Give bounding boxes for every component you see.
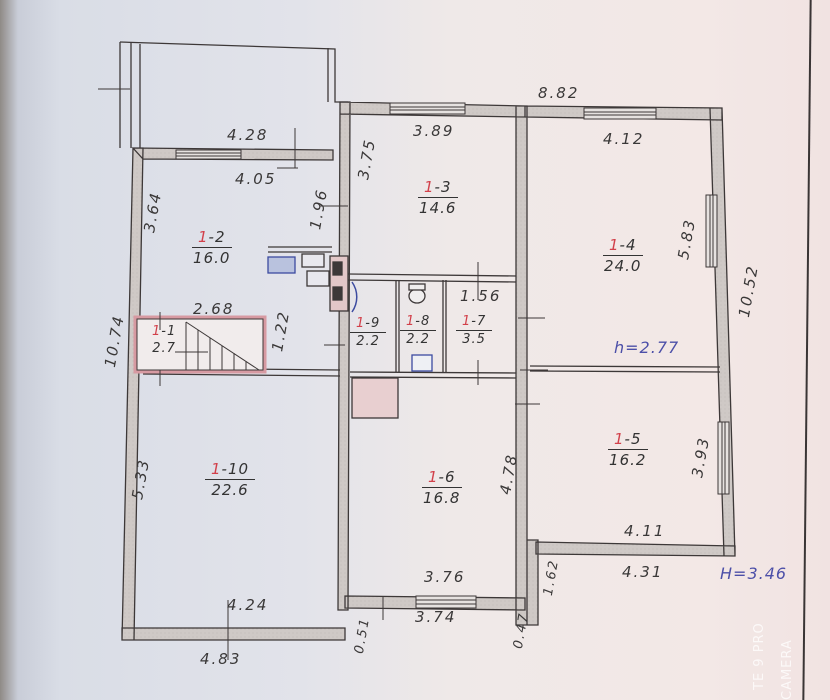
dim-room4-width: 4.12 (603, 130, 645, 148)
room-1-4: 1-4 24.0 (603, 236, 643, 275)
dim-stair-width: 2.68 (193, 300, 235, 318)
porch-outline (119, 41, 348, 103)
dim-room6-inner-width: 3.76 (424, 568, 466, 586)
building-height-label: H=3.46 (720, 564, 788, 583)
staircase (133, 315, 267, 374)
room-1-1: 1-1 2.7 (152, 324, 177, 356)
room-1-6: 1-6 16.8 (422, 468, 462, 507)
room-1-2: 1-2 16.0 (192, 228, 232, 267)
camera-watermark-line2: CAMERA (780, 639, 795, 700)
toilet-fixture (408, 288, 426, 304)
dim-porch-width: 4.28 (227, 126, 269, 144)
camera-watermark-line1: TE 9 PRO (752, 622, 767, 690)
room-1-5: 1-5 16.2 (608, 430, 648, 469)
dim-room3-width: 3.89 (413, 122, 455, 140)
dim-room6-outer-width: 3.74 (415, 608, 457, 626)
dim-room7-width: 1.56 (460, 287, 502, 305)
ceiling-height-label: h=2.77 (614, 338, 680, 357)
stove-fixture (267, 256, 296, 274)
dim-room5-inner-width: 4.11 (624, 522, 666, 540)
room-1-7: 1-7 3.5 (456, 314, 493, 347)
dim-room2-width: 4.05 (235, 170, 277, 188)
dim-room10-inner-width: 4.24 (227, 596, 269, 614)
dim-room10-outer-width: 4.83 (200, 650, 242, 668)
dim-room5-outer-width: 4.31 (622, 563, 664, 581)
dim-top-overall: 8.82 (538, 84, 580, 102)
room-1-8: 1-8 2.2 (400, 314, 437, 347)
room-1-9: 1-9 2.2 (350, 316, 387, 349)
room-1-10: 1-10 22.6 (205, 460, 256, 499)
room-1-3: 1-3 14.6 (418, 178, 458, 217)
